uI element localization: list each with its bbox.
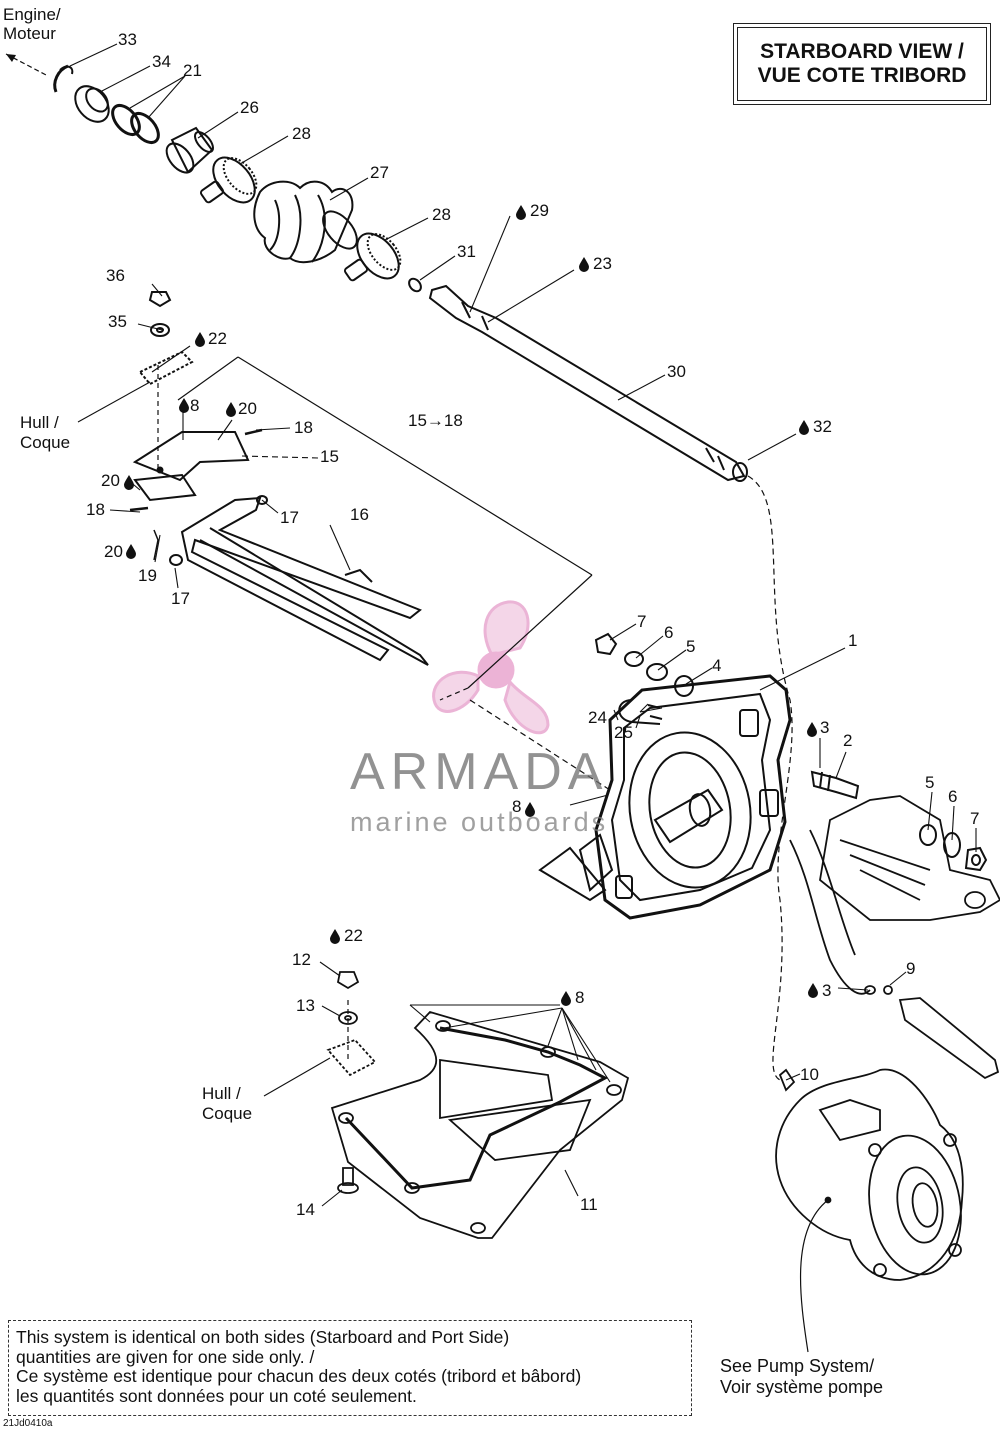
part-33: 33 [118, 30, 137, 49]
hull-label-bottom: Hull / [202, 1084, 241, 1103]
part-19: 19 [138, 566, 157, 585]
part-24: 24 [588, 708, 607, 727]
part-36: 36 [106, 266, 125, 285]
part-20a: 20 [238, 399, 257, 418]
part-5b: 5 [925, 773, 934, 792]
part-27: 27 [370, 163, 389, 182]
footnote-line-3: Ce système est identique pour chacun des… [16, 1366, 582, 1386]
part-6b: 6 [948, 787, 957, 806]
part-17b: 17 [171, 589, 190, 608]
watermark-brand: ARMADA [350, 743, 609, 801]
part-28a: 28 [292, 124, 311, 143]
part-26: 26 [240, 98, 259, 117]
intake-grate [326, 971, 630, 1239]
hull-label-top: Hull / [20, 413, 59, 432]
footnote-box: This system is identical on both sides (… [8, 1320, 692, 1416]
drive-shaft [428, 284, 793, 1081]
part-12: 12 [292, 950, 311, 969]
watermark-tagline: marine outboards [350, 807, 609, 837]
part-34: 34 [152, 52, 171, 71]
part-13: 13 [296, 996, 315, 1015]
seal-stack [5, 53, 422, 293]
part-32: 32 [813, 417, 832, 436]
part-9: 9 [906, 959, 915, 978]
part-17a: 17 [280, 508, 299, 527]
view-title-box: STARBOARD VIEW / VUE COTE TRIBORD [733, 23, 991, 105]
engine-label-fr: Moteur [3, 24, 56, 43]
part-16: 16 [350, 505, 369, 524]
engine-label: Engine/ [3, 5, 61, 24]
part-4: 4 [712, 656, 721, 675]
ride-plate-bracket [789, 795, 1000, 995]
pump-assembly [775, 985, 1000, 1353]
part-3a: 3 [820, 718, 829, 737]
part-20c: 20 [104, 542, 123, 561]
footnote-line-2: quantities are given for one side only. … [16, 1346, 315, 1367]
part-labels: Engine/ Moteur 33 34 21 26 28 27 28 31 2… [3, 5, 979, 1219]
part-10: 10 [800, 1065, 819, 1084]
part-30: 30 [667, 362, 686, 381]
part-11: 11 [580, 1195, 598, 1214]
part-8c: 8 [575, 988, 584, 1007]
footnote-line-1: This system is identical on both sides (… [16, 1327, 510, 1347]
range-15-18: 15→18 [408, 411, 463, 430]
part-5a: 5 [686, 637, 695, 656]
view-title-fr: VUE COTE TRIBORD [757, 64, 967, 87]
view-title-en: STARBOARD VIEW / [760, 40, 964, 63]
part-25: 25 [614, 723, 633, 742]
part-8b: 8 [512, 797, 521, 816]
group-bracket [177, 356, 611, 791]
part-14: 14 [296, 1200, 315, 1219]
hull-label-bottom-fr: Coque [202, 1104, 252, 1123]
pump-note-en: See Pump System/ [720, 1356, 875, 1376]
part-1: 1 [848, 631, 857, 650]
reference-code: 21Jd0410a [3, 1418, 53, 1429]
part-2: 2 [843, 731, 852, 750]
part-31: 31 [457, 242, 476, 261]
part-20b: 20 [101, 471, 120, 490]
part-22b: 22 [344, 926, 363, 945]
propeller-logo [432, 600, 550, 735]
part-18b: 18 [86, 500, 105, 519]
leader-lines [69, 43, 977, 1207]
part-7b: 7 [970, 809, 979, 828]
pump-system-note: See Pump System/ Voir système pompe [720, 1356, 883, 1398]
part-6a: 6 [664, 623, 673, 642]
part-8a: 8 [190, 396, 199, 415]
part-23: 23 [593, 254, 612, 273]
footnote-line-4: les quantités sont données pour un coté … [16, 1385, 417, 1406]
part-21: 21 [183, 61, 202, 80]
part-28b: 28 [432, 205, 451, 224]
part-3b: 3 [822, 981, 831, 1000]
part-22a: 22 [208, 329, 227, 348]
hull-label-top-fr: Coque [20, 433, 70, 452]
part-15: 15 [320, 447, 339, 466]
mount-bracket [129, 291, 429, 666]
part-35: 35 [108, 312, 127, 331]
part-7a: 7 [637, 612, 646, 631]
part-18a: 18 [294, 418, 313, 437]
part-29: 29 [530, 201, 549, 220]
pump-note-fr: Voir système pompe [720, 1377, 884, 1397]
